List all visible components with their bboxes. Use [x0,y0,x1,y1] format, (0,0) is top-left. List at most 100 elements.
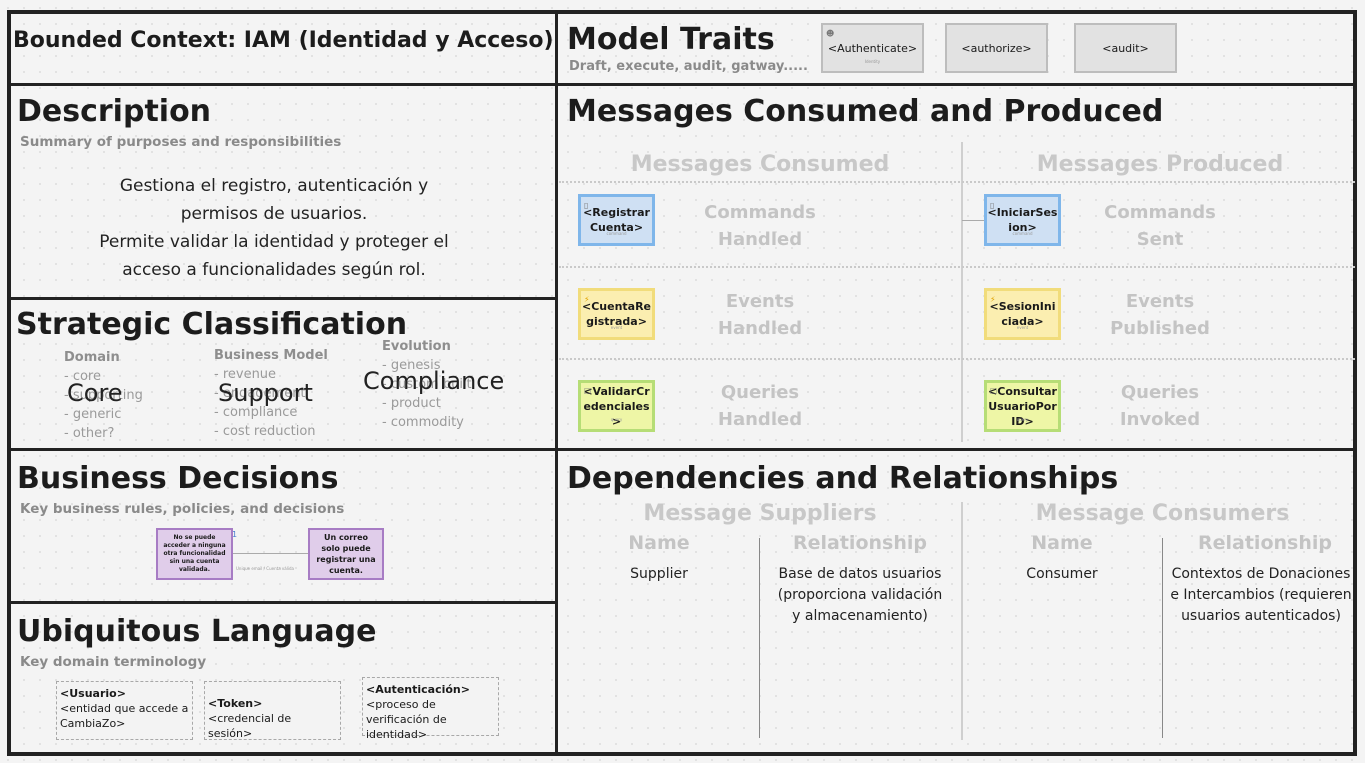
list-item: - commodity [382,415,464,430]
card-label: <IniciarSesion> [987,206,1058,234]
query-card-consultar-usuario[interactable]: ☐ <ConsultarUsuarioPorID> query [984,380,1061,432]
business-model-value[interactable]: Support [218,379,313,407]
business-model-list: Business Model - revenue - engagement - … [214,346,328,441]
term-card-autenticacion[interactable]: <Autenticación> <proceso de verificación… [362,677,499,741]
row-divider-top [9,83,1355,86]
list-item: - engagement [214,386,306,401]
list-item: - revenue [214,367,277,382]
column-divider [555,12,558,754]
row-divider-description [9,297,557,300]
bounded-context-title: Bounded Context: IAM (Identidad y Acceso… [13,28,554,53]
user-icon: ☻ [826,29,835,38]
model-traits-heading: Model Traits [567,22,775,57]
card-caption: query [610,417,623,422]
label-line: Events [725,291,795,312]
query-icon: ☐ [990,387,998,396]
term-name: <Token> [208,697,263,710]
consumer-name-header: Name [1031,532,1093,554]
trait-card-label: <audit> [1102,41,1149,55]
card-label: <RegistrarCuenta> [583,206,650,234]
trait-card-authorize[interactable]: <authorize> [945,23,1048,73]
evolution-list: Evolution - genesis - custom built - pro… [382,337,472,432]
consumer-relationship-header: Relationship [1198,532,1332,554]
label-line: Queries [1120,382,1200,403]
messages-divider [961,142,963,442]
connector-label: Unique email / Cuenta válida [236,566,294,571]
trait-card-label: <Authenticate> [827,41,918,55]
list-item: - compliance [214,405,298,420]
list-item: - supporting [64,388,143,403]
list-item: - product [382,396,441,411]
evolution-label: Evolution [382,339,451,354]
dependencies-heading: Dependencies and Relationships [567,461,1119,496]
description-heading: Description [17,94,212,129]
trait-card-authenticate[interactable]: ☻ <Authenticate> Identity [821,23,924,73]
label-line: Commands [704,202,816,223]
lightning-icon: ⚡ [584,295,590,304]
trait-card-label: <authorize> [961,41,1032,55]
canvas-frame [7,10,1357,756]
messages-consumed-heading: Messages Consumed [630,152,890,177]
label-line: Sent [1136,229,1184,250]
description-line: permisos de usuarios. [180,204,368,224]
dependencies-divider [961,502,963,740]
business-decisions-heading: Business Decisions [17,461,339,496]
supplier-name: Supplier [630,566,688,582]
list-item: - generic [64,407,122,422]
ubiquitous-subtitle: Key domain terminology [20,654,207,670]
card-caption: command [1012,231,1033,236]
command-icon: ▯ [584,201,589,210]
domain-value[interactable]: Core [67,379,123,407]
row-separator [559,358,1355,360]
term-card-usuario[interactable]: <Usuario> <entidad que accede a CambiaZo… [56,681,193,740]
strategic-heading: Strategic Classification [16,307,408,342]
decision-note-access[interactable]: No se puede acceder a ninguna otra funci… [156,528,233,580]
supplier-name-header: Name [628,532,690,554]
row-separator [559,266,1355,268]
query-card-validar-credenciales[interactable]: ☐ <ValidarCredenciales> query [578,380,655,432]
decision-note-email[interactable]: Un correo solo puede registrar una cuent… [308,528,384,580]
messages-produced-heading: Messages Produced [1036,152,1284,177]
consumer-name: Consumer [1026,566,1098,582]
model-traits-subtitle: Draft, execute, audit, gatway..... [569,59,808,74]
consumer-column-divider [1162,538,1163,738]
label-line: Invoked [1119,409,1201,430]
ubiquitous-heading: Ubiquitous Language [17,614,377,649]
card-caption: command [606,231,627,236]
label-line: Handled [717,409,803,430]
row-separator [559,181,1355,183]
business-decisions-subtitle: Key business rules, policies, and decisi… [20,501,345,517]
suppliers-heading: Message Suppliers [643,501,877,526]
card-caption: event [610,325,623,330]
term-definition: <entidad que accede a CambiaZo> [60,702,189,730]
evolution-value[interactable]: Compliance [363,367,505,395]
term-card-token[interactable]: <Token> <credencial de sesión> [204,681,341,740]
consumer-relationship: Contextos de Donaciones e Intercambios (… [1170,566,1352,624]
row-divider-decisions [9,601,557,604]
command-card-iniciar-sesion[interactable]: ▯ <IniciarSesion> command [984,194,1061,246]
list-item: - other? [64,426,115,441]
event-card-cuenta-registrada[interactable]: ⚡ <CuentaRegistrada> event [578,288,655,340]
command-icon: ▯ [990,201,995,210]
card-label: <ValidarCredenciales> [583,384,650,428]
decision-connector [232,553,309,554]
label-line: Queries [720,382,800,403]
term-definition: <credencial de sesión> [208,712,292,740]
command-card-registrar-cuenta[interactable]: ▯ <RegistrarCuenta> command [578,194,655,246]
list-item: - custom built [382,377,472,392]
commands-handled-label: Commands Handled [680,199,840,253]
event-card-sesion-iniciada[interactable]: ⚡ <SesionIniciada> event [984,288,1061,340]
messages-heading: Messages Consumed and Produced [567,94,1164,129]
trait-card-audit[interactable]: <audit> [1074,23,1177,73]
query-icon: ☐ [584,387,592,396]
domain-label: Domain [64,350,120,365]
supplier-relationship: Base de datos usuarios (proporciona vali… [777,566,943,624]
trait-card-caption: Identity [864,59,881,64]
business-model-label: Business Model [214,348,328,363]
term-name: <Usuario> [60,687,126,700]
description-subtitle: Summary of purposes and responsibilities [20,134,342,150]
list-item: - cost reduction [214,424,316,439]
supplier-relationship-header: Relationship [793,532,927,554]
term-definition: <proceso de verificación de identidad> [366,698,447,741]
